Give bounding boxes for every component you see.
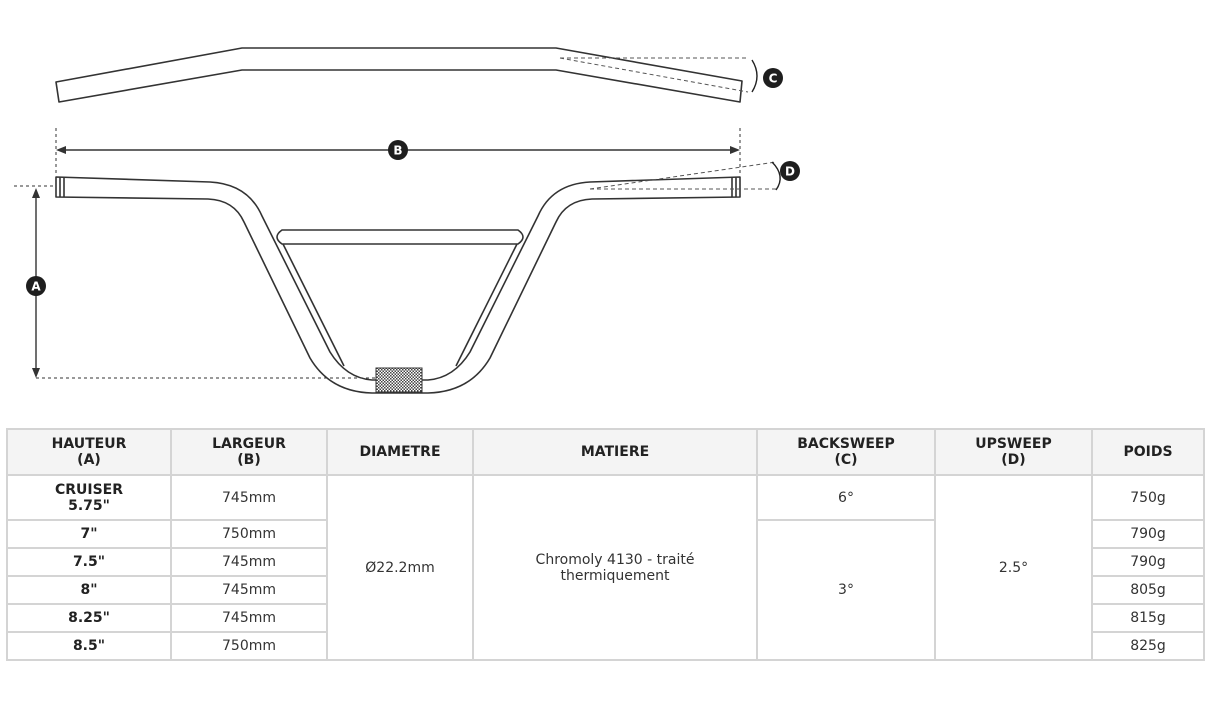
cell-largeur: 745mm [170,603,328,633]
cell-hauteur: 7" [6,519,172,549]
cell-hauteur: 8" [6,575,172,605]
label-d-badge: D [780,161,800,181]
header-largeur: LARGEUR(B) [170,428,328,476]
cell-poids: 790g [1091,547,1205,577]
label-a: A [31,280,41,294]
cell-upsweep: 2.5° [934,474,1093,661]
table-row: 8.25" 745mm 815g [6,603,1205,633]
cell-largeur: 745mm [170,474,328,521]
header-upsweep: UPSWEEP(D) [934,428,1093,476]
table-row: 7.5" 745mm 790g [6,547,1205,577]
label-c: C [769,72,778,86]
cell-largeur: 745mm [170,575,328,605]
label-c-badge: C [763,68,783,88]
header-diametre: DIAMETRE [326,428,474,476]
table-row: 8.5" 750mm 825g [6,631,1205,661]
header-matiere: MATIERE [472,428,758,476]
cell-diametre: Ø22.2mm [326,474,474,661]
cell-largeur: 750mm [170,631,328,661]
label-d: D [785,165,795,179]
cell-poids: 790g [1091,519,1205,549]
cell-hauteur: 8.25" [6,603,172,633]
cell-poids: 815g [1091,603,1205,633]
cell-backsweep-cruiser: 6° [756,474,936,521]
cell-backsweep-other: 3° [756,519,936,661]
backsweep-arc [751,59,758,93]
label-b-badge: B [388,140,408,160]
stem-knurl [375,367,423,393]
cell-largeur: 745mm [170,547,328,577]
cell-poids: 825g [1091,631,1205,661]
header-backsweep: BACKSWEEP(C) [756,428,936,476]
label-a-badge: A [26,276,46,296]
backsweep-guides [559,57,749,93]
cell-poids: 750g [1091,474,1205,521]
cell-hauteur: 8.5" [6,631,172,661]
cell-hauteur: 7.5" [6,547,172,577]
table-row: 7" 750mm 3° 790g [6,519,1205,661]
header-hauteur: HAUTEUR(A) [6,428,172,476]
handlebar-diagram: A B C D [14,47,800,394]
label-b: B [393,144,402,158]
table-row: 8" 745mm 805g [6,575,1205,605]
cell-largeur: 750mm [170,519,328,549]
header-poids: POIDS [1091,428,1205,476]
spec-table: HAUTEUR(A) LARGEUR(B) DIAMETRE MATIERE B… [6,428,1205,661]
bar-top-view [55,47,743,103]
cell-poids: 805g [1091,575,1205,605]
table-header-row: HAUTEUR(A) LARGEUR(B) DIAMETRE MATIERE B… [6,428,1205,476]
upsweep-arc [771,161,781,191]
bar-front-view [55,176,741,394]
upsweep-guides [589,161,777,190]
